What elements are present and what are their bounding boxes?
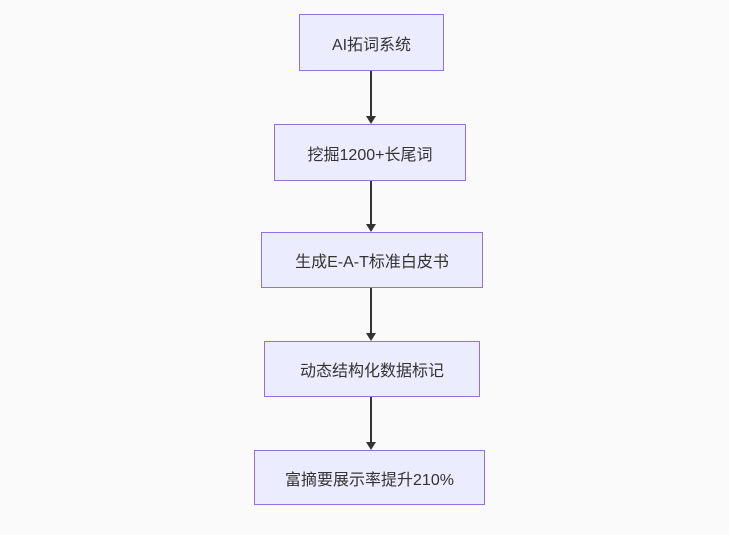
flow-arrow [366,397,376,450]
arrowhead-down-icon [366,333,376,341]
flow-node-label: 挖掘1200+长尾词 [307,146,433,164]
arrowhead-down-icon [366,116,376,124]
flow-arrow [366,288,376,341]
flow-node-ai-keyword-system: AI拓词系统 [299,14,444,71]
flow-node-label: AI拓词系统 [331,36,412,54]
arrowhead-down-icon [366,224,376,232]
arrow-line [370,71,372,116]
arrow-line [370,181,372,224]
arrowhead-down-icon [366,442,376,450]
flow-node-label: 富摘要展示率提升210% [285,471,454,489]
arrow-line [370,397,372,442]
flow-node-longtail-mining: 挖掘1200+长尾词 [274,124,466,181]
flow-node-label: 生成E-A-T标准白皮书 [295,254,449,271]
flow-node-label: 动态结构化数据标记 [299,363,444,380]
flow-node-rich-snippet-result: 富摘要展示率提升210% [254,450,485,505]
flow-node-eat-whitepaper: 生成E-A-T标准白皮书 [261,232,483,288]
flow-arrow [366,71,376,124]
flow-arrow [366,181,376,232]
arrow-line [370,288,372,333]
flow-node-structured-data-markup: 动态结构化数据标记 [264,341,480,397]
